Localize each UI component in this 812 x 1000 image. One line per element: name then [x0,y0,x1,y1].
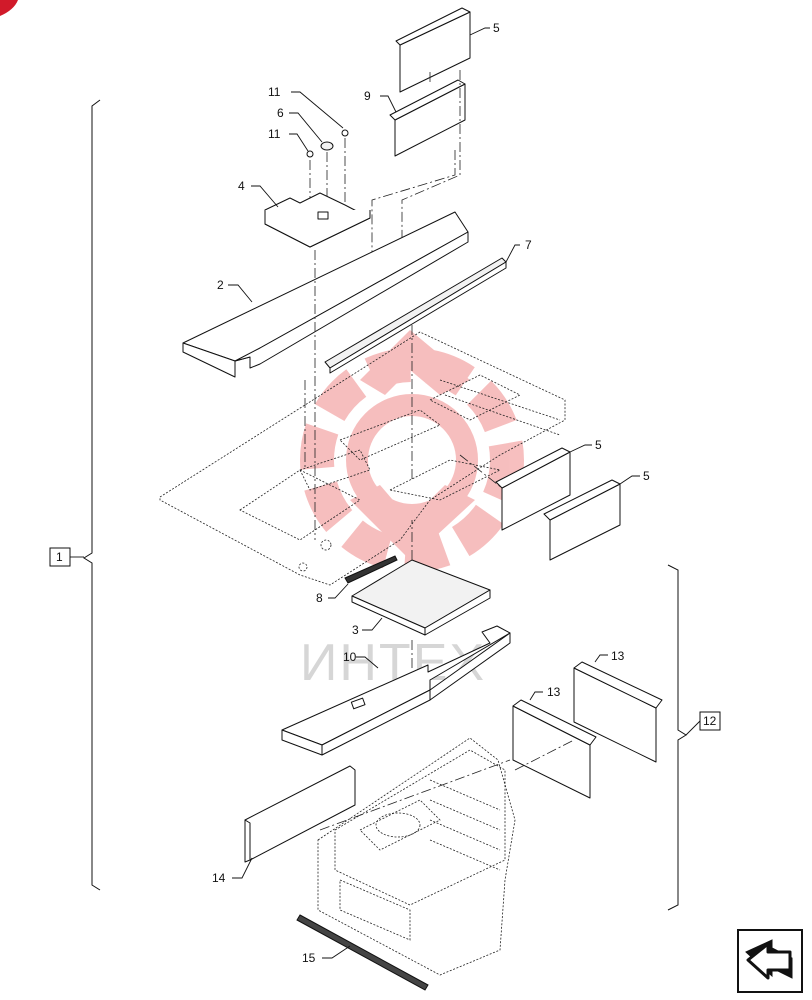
callout-9: 9 [364,89,371,103]
callout-13b: 13 [547,685,561,699]
part-14-pad [244,765,356,863]
callout-11a: 11 [268,85,281,99]
leader-2 [228,284,253,303]
leader-9 [380,95,397,113]
part-11-screw-right [341,129,349,137]
part-5-right-pad-b [543,479,621,561]
leader-5-top [469,27,490,36]
part-6-washer [320,141,334,151]
callout-14: 14 [212,871,226,885]
callout-8: 8 [316,591,323,605]
centerline-14 [319,759,511,831]
part-7-strip [324,257,507,374]
part-13-pad-a [573,661,663,763]
leader-5-right-b [619,475,640,485]
leader-10 [356,656,379,669]
callout-2: 2 [217,278,224,292]
part-9-pad [389,79,466,157]
bracket-12 [667,564,687,911]
callout-12: 12 [703,714,717,728]
lower-housing-outline [317,737,516,976]
part-5-right-pad-a [495,447,571,531]
part-4-bracket [264,192,371,248]
leader-7 [505,244,520,263]
leader-13b [529,691,543,701]
callout-13a: 13 [611,649,625,663]
bracket-1 [83,99,101,891]
return-arrow-icon[interactable] [737,929,803,993]
centerline-5-right [459,454,503,489]
callout-1: 1 [56,550,63,564]
part-8-strip [344,555,398,584]
callout-11b: 11 [268,127,281,141]
part-5-top-pad [395,7,471,93]
callout-5-right-a: 5 [595,438,602,452]
part-11-screw-left [306,150,314,158]
part-13-pad-b [512,699,597,799]
part-10-plate [281,625,511,756]
leader-5-right-a [569,444,592,453]
callout-6: 6 [277,106,284,120]
leader-12 [685,720,701,736]
leader-11a [291,91,344,129]
leader-11b [289,133,309,152]
leader-15 [322,945,351,959]
callout-4: 4 [238,179,245,193]
part-3-pad [351,559,491,636]
leader-13a [594,654,608,663]
leader-6 [289,112,323,143]
callout-10: 10 [343,650,357,664]
centerline-13 [514,739,575,771]
centerline-9a [371,150,456,255]
corner-mark [0,0,18,16]
part-2-plate [182,211,469,378]
callout-5-right-b: 5 [643,469,650,483]
part-15-rod [296,914,429,991]
base-frame-outline [159,331,566,586]
callout-15: 15 [302,951,316,965]
leader-14 [232,857,253,879]
callout-7: 7 [525,238,532,252]
callout-3: 3 [352,623,359,637]
leader-4 [251,185,279,208]
callout-5-top: 5 [493,21,500,35]
leader-3 [362,617,383,631]
leader-8 [328,583,349,599]
